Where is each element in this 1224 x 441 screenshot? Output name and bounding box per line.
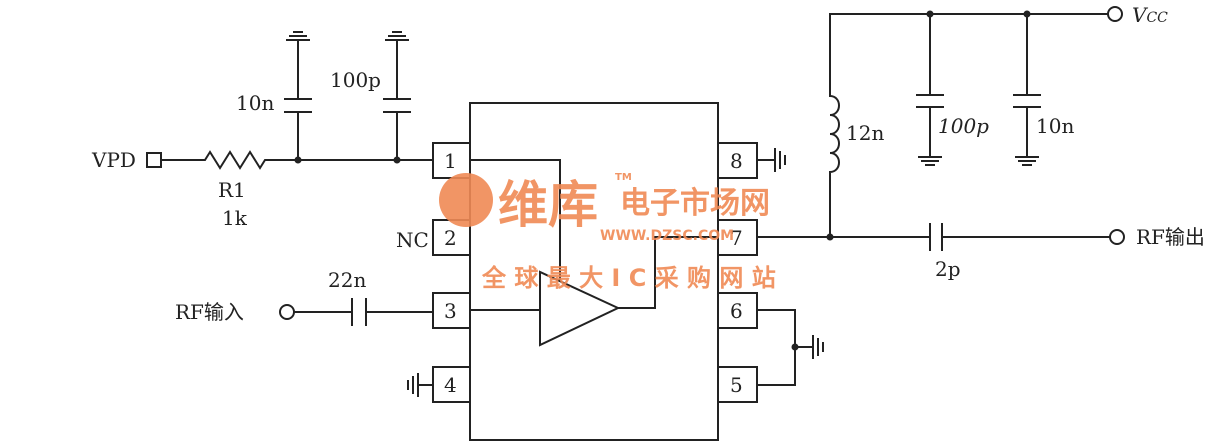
c1-label: 10n [236, 91, 274, 115]
c3-label: 100p [938, 114, 989, 138]
rf-out-label: RF输出 [1136, 225, 1205, 249]
pin-4-label: 4 [444, 373, 457, 397]
pin-3-label: 3 [444, 299, 457, 323]
c-out-label: 2p [935, 257, 961, 281]
watermark-tm: TM [615, 172, 632, 183]
watermark-brand: 维库 [498, 176, 598, 234]
vcc-label: VCC [1132, 3, 1168, 27]
pin-2-label: 2 [444, 226, 457, 250]
nc-label: NC [396, 228, 429, 252]
pin-7-label: 7 [730, 226, 743, 250]
amplifier-symbol [539, 270, 621, 347]
vpd-label: VPD [91, 148, 136, 172]
input-network [146, 31, 433, 397]
rf-in-label: RF输入 [175, 300, 244, 324]
c4-label: 10n [1036, 114, 1074, 138]
watermark-url: WWW.DZSC.COM [600, 228, 734, 244]
r1-label: R1 [218, 178, 246, 202]
c2-label: 100p [330, 68, 381, 92]
watermark: 维库 TM 电子市场网 WWW.DZSC.COM 全 球 最 大 I C 采 购… [439, 172, 776, 292]
watermark-logo [439, 173, 493, 227]
pin-6-label: 6 [730, 299, 743, 323]
l1-label: 12n [846, 121, 884, 145]
pin-8-label: 8 [730, 149, 743, 173]
pin-5-label: 5 [730, 373, 743, 397]
watermark-slogan: 全 球 最 大 I C 采 购 网 站 [481, 264, 776, 292]
c-in-label: 22n [328, 268, 366, 292]
output-network [757, 6, 1125, 386]
watermark-title: 电子市场网 [620, 186, 770, 221]
pin-1-label: 1 [444, 149, 457, 173]
component-labels: VPD R1 1k 10n 100p NC 22n RF输入 12n 100p … [91, 3, 1205, 324]
r1-value: 1k [222, 206, 248, 230]
